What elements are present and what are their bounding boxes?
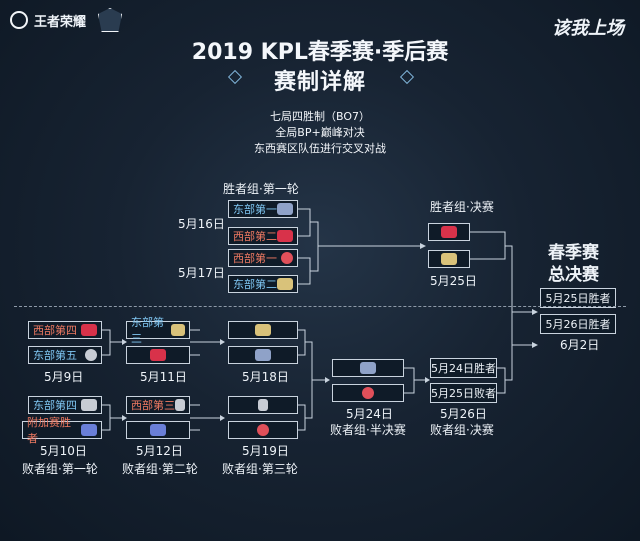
rule-line: 七局四胜制（BO7） (269, 110, 370, 123)
team-name: 西部第三 (131, 399, 175, 412)
team-slot-east: 东部第二 (228, 275, 298, 293)
losers-final-slot: 5月24日胜者 (430, 358, 497, 378)
team-logo-icon (441, 253, 457, 265)
team-slot-east: 东部第五 (28, 346, 102, 364)
match-date: 5月24日 (346, 407, 393, 421)
team-name: 东部第二 (233, 278, 277, 291)
team-slot (126, 346, 190, 364)
team-slot (332, 384, 404, 402)
team-slot (228, 396, 298, 414)
losers-round2-label: 败者组·第二轮 (122, 462, 198, 476)
match-date: 5月26日 (440, 407, 487, 421)
match-date: 5月9日 (44, 370, 84, 384)
game-logo-icon (10, 11, 28, 29)
grand-final-title: 春季赛 (548, 243, 599, 263)
page-title: 2019 KPL春季赛·季后赛 (191, 40, 449, 65)
match-date: 5月12日 (136, 444, 183, 458)
match-date: 5月11日 (140, 370, 187, 384)
team-logo-icon (281, 252, 293, 264)
team-logo-icon (81, 424, 97, 436)
team-slot-west: 西部第三 (126, 396, 190, 414)
page-subtitle: 赛制详解 (273, 70, 366, 95)
team-slot (428, 223, 470, 241)
team-slot (228, 421, 298, 439)
slogan: 该我上场 (552, 18, 624, 39)
losers-final-slot: 5月25日败者 (430, 383, 497, 403)
team-slot (228, 346, 298, 364)
losers-round1-label: 败者组·第一轮 (22, 462, 98, 476)
grand-final-title: 总决赛 (548, 265, 599, 285)
team-logo-icon (277, 230, 293, 242)
team-slot (332, 359, 404, 377)
brand-label: 王者荣耀 (34, 14, 87, 30)
winners-round1-label: 胜者组·第一轮 (223, 182, 299, 196)
match-date: 5月17日 (178, 266, 225, 280)
match-date: 5月25日 (430, 274, 477, 288)
team-name: 西部第一 (233, 252, 277, 265)
team-logo-icon (441, 226, 457, 238)
team-logo-icon (362, 387, 374, 399)
team-slot (228, 321, 298, 339)
brand-logo: 王者荣耀 (10, 8, 123, 32)
winners-final-label: 胜者组·决赛 (430, 200, 494, 214)
losers-round3-label: 败者组·第三轮 (222, 462, 298, 476)
losers-final-label: 败者组·决赛 (430, 423, 494, 437)
team-logo-icon (81, 399, 97, 411)
team-name: 东部第四 (33, 399, 77, 412)
team-name: 西部第四 (33, 324, 77, 337)
team-logo-icon (277, 203, 293, 215)
rule-line: 东西赛区队伍进行交叉对战 (254, 142, 386, 155)
match-date: 5月16日 (178, 217, 225, 231)
match-date: 5月19日 (242, 444, 289, 458)
team-name: 西部第二 (233, 230, 277, 243)
team-slot-east: 东部第一 (228, 200, 298, 218)
grand-final-slot: 5月25日胜者 (540, 288, 616, 308)
team-logo-icon (257, 424, 269, 436)
bracket-divider (14, 306, 626, 307)
team-logo-icon (360, 362, 376, 374)
team-logo-icon (150, 349, 166, 361)
team-logo-icon (85, 349, 97, 361)
team-slot-east: 东部第四 (28, 396, 102, 414)
match-date: 5月10日 (40, 444, 87, 458)
team-slot (126, 421, 190, 439)
team-slot (428, 250, 470, 268)
team-logo-icon (150, 424, 166, 436)
team-logo-icon (258, 399, 268, 411)
team-logo-icon (175, 399, 185, 411)
team-name: 东部第三 (131, 316, 164, 345)
team-slot-east: 东部第三 (126, 316, 190, 345)
team-logo-icon (81, 324, 97, 336)
team-name: 附加赛胜者 (27, 416, 71, 445)
team-logo-icon (170, 324, 185, 336)
team-logo-icon (255, 349, 271, 361)
team-name: 东部第一 (233, 203, 277, 216)
rule-line: 全局BP+巅峰对决 (275, 126, 365, 139)
team-slot-west: 西部第二 (228, 227, 298, 245)
grand-final-date: 6月2日 (560, 338, 600, 352)
grand-final-slot: 5月26日胜者 (540, 314, 616, 334)
team-name: 东部第五 (33, 349, 77, 362)
team-logo-icon (277, 278, 293, 290)
team-slot-west: 西部第一 (228, 249, 298, 267)
team-logo-icon (255, 324, 271, 336)
losers-semi-label: 败者组·半决赛 (330, 423, 406, 437)
team-slot-west: 附加赛胜者 (22, 416, 102, 445)
team-slot-west: 西部第四 (28, 321, 102, 339)
kpl-shield-icon (98, 8, 123, 32)
match-date: 5月18日 (242, 370, 289, 384)
